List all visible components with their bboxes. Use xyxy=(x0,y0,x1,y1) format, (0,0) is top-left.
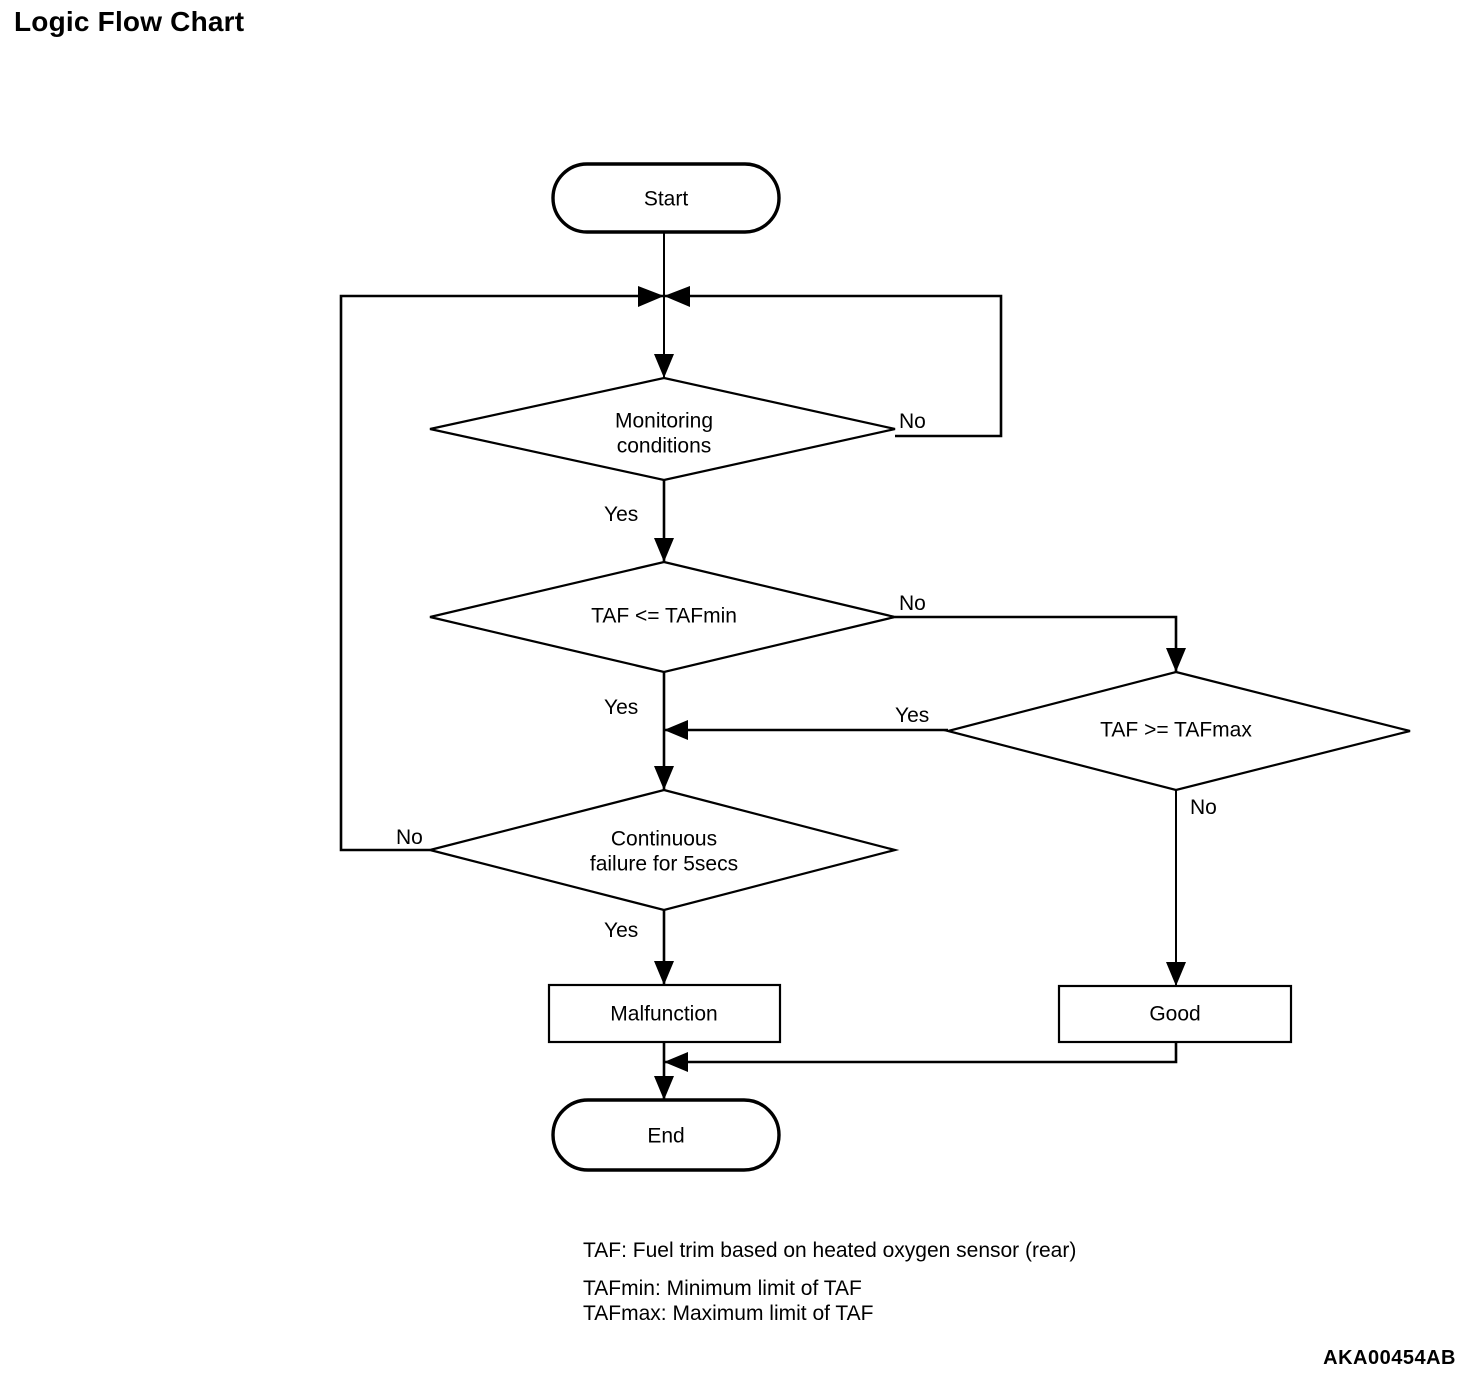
arrowhead-failure-yes xyxy=(654,961,674,985)
arrowhead-tafmax-no xyxy=(1166,962,1186,986)
arrowhead-failure-no-loop xyxy=(638,286,664,307)
connector-monitoring-no-loop xyxy=(664,294,1003,438)
arrowhead-monitoring-yes xyxy=(654,538,674,562)
node-continuous-failure[interactable] xyxy=(429,788,900,912)
node-good-label: Good xyxy=(1149,1003,1200,1026)
node-continuous-failure-label-line1: Continuous xyxy=(611,828,717,851)
legend-line-tafmin: TAFmin: Minimum limit of TAF xyxy=(583,1277,862,1300)
edge-label-tafmin-yes: Yes xyxy=(604,696,638,719)
arrowhead-tafmax-yes xyxy=(664,720,688,740)
page-title: Logic Flow Chart xyxy=(14,6,245,37)
edge-label-tafmax-yes: Yes xyxy=(895,704,929,727)
edge-label-tafmin-no: No xyxy=(899,592,926,615)
edge-label-monitoring-no: No xyxy=(899,410,926,433)
node-taf-ge-tafmax-label: TAF >= TAFmax xyxy=(1100,719,1252,742)
node-monitoring-conditions-label-line1: Monitoring xyxy=(615,410,713,433)
edge-label-failure-no: No xyxy=(396,826,423,849)
arrowhead-tafmin-yes xyxy=(654,766,674,790)
node-monitoring-conditions[interactable] xyxy=(429,376,896,482)
edge-label-tafmax-no: No xyxy=(1190,796,1217,819)
node-taf-le-tafmin-label: TAF <= TAFmin xyxy=(591,605,737,628)
document-code: AKA00454AB xyxy=(1323,1347,1456,1369)
node-start-label: Start xyxy=(644,188,689,211)
node-taf-le-tafmin[interactable] xyxy=(429,560,896,674)
legend: TAF: Fuel trim based on heated oxygen se… xyxy=(583,1240,1076,1324)
node-taf-ge-tafmax[interactable] xyxy=(943,670,1411,792)
node-continuous-failure-label-line2: failure for 5secs xyxy=(590,853,738,876)
node-end[interactable] xyxy=(551,1098,781,1172)
node-end-label: End xyxy=(647,1125,684,1148)
node-good[interactable] xyxy=(1057,984,1293,1044)
arrowhead-join-to-monitoring xyxy=(654,354,674,378)
arrowhead-monitoring-no-loop xyxy=(664,286,690,307)
arrowhead-malfunction-to-end xyxy=(654,1076,674,1100)
node-start[interactable] xyxy=(551,162,781,234)
edge-label-failure-yes: Yes xyxy=(604,919,638,942)
edge-label-monitoring-yes: Yes xyxy=(604,503,638,526)
connector-failure-no-loop xyxy=(339,294,664,852)
legend-line-tafmax: TAFmax: Maximum limit of TAF xyxy=(583,1302,874,1325)
connector-tafmin-no xyxy=(895,615,1178,672)
node-malfunction[interactable] xyxy=(547,983,782,1044)
arrowhead-good-to-end xyxy=(664,1052,688,1072)
legend-line-taf: TAF: Fuel trim based on heated oxygen se… xyxy=(583,1239,1077,1262)
connector-good-to-end xyxy=(664,1042,1178,1064)
node-monitoring-conditions-label-line2: conditions xyxy=(617,435,712,458)
node-malfunction-label: Malfunction xyxy=(610,1003,717,1026)
arrowhead-tafmin-no xyxy=(1166,648,1186,672)
